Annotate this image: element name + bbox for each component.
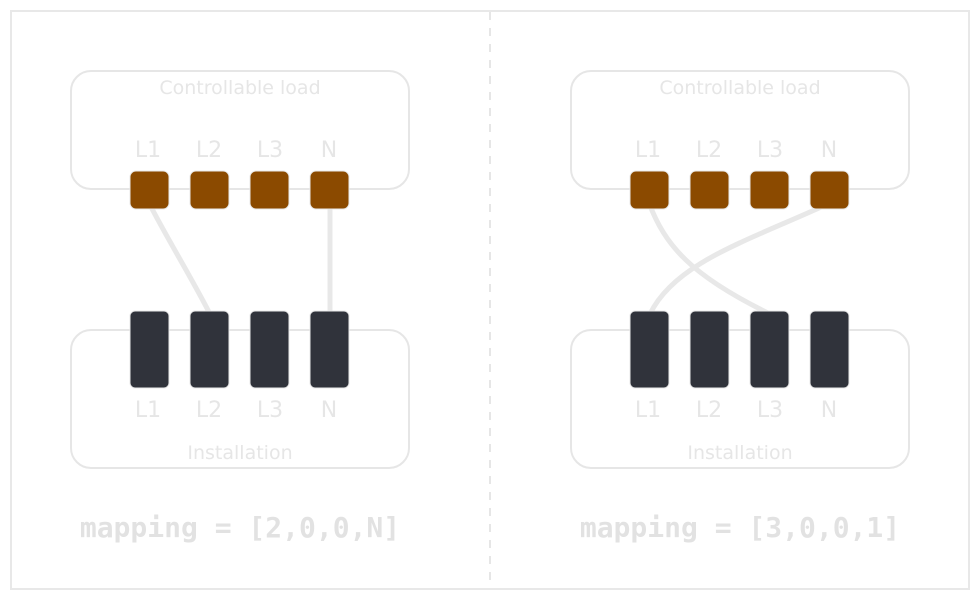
wire-n-to-l1	[647, 200, 833, 317]
install-label-l3: L3	[757, 398, 783, 423]
load-label-l3: L3	[757, 138, 783, 163]
load-label-l1: L1	[635, 138, 661, 163]
wire-l1-to-l2	[146, 200, 213, 317]
load-title: Controllable load	[659, 77, 820, 99]
load-terminal-l1	[629, 170, 670, 210]
install-label-l2: L2	[196, 398, 222, 423]
load-title: Controllable load	[159, 77, 320, 99]
load-label-l1: L1	[135, 138, 161, 163]
install-terminal-l2	[689, 310, 730, 389]
install-label-l1: L1	[635, 398, 661, 423]
install-terminal-n	[809, 310, 850, 389]
load-label-l2: L2	[196, 138, 222, 163]
load-box	[570, 70, 910, 190]
load-terminal-l1	[129, 170, 170, 210]
load-label-n: N	[321, 138, 337, 163]
wire-l1-to-l3	[646, 200, 773, 317]
outer-frame	[10, 10, 970, 590]
mapping-label: mapping = [2,0,0,N]	[80, 511, 400, 544]
load-label-l3: L3	[257, 138, 283, 163]
install-box	[70, 329, 410, 469]
load-label-n: N	[821, 138, 837, 163]
install-label-n: N	[321, 398, 337, 423]
install-title: Installation	[687, 442, 792, 464]
load-label-l2: L2	[696, 138, 722, 163]
load-terminal-l3	[749, 170, 790, 210]
install-label-n: N	[821, 398, 837, 423]
install-box	[570, 329, 910, 469]
panel-left: Controllable load L1 L2 L3 N L1 L2 L3 N …	[70, 70, 410, 544]
load-terminal-l2	[689, 170, 730, 210]
load-terminal-l3	[249, 170, 290, 210]
load-terminal-l2	[189, 170, 230, 210]
install-label-l2: L2	[696, 398, 722, 423]
install-terminal-l2	[189, 310, 230, 389]
install-terminal-l1	[629, 310, 670, 389]
mapping-label: mapping = [3,0,0,1]	[580, 511, 900, 544]
load-terminal-n	[309, 170, 350, 210]
load-box	[70, 70, 410, 190]
install-terminal-l1	[129, 310, 170, 389]
install-terminal-n	[309, 310, 350, 389]
install-label-l1: L1	[135, 398, 161, 423]
load-terminal-n	[809, 170, 850, 210]
install-title: Installation	[187, 442, 292, 464]
panel-right: Controllable load L1 L2 L3 N L1 L2 L3 N …	[570, 70, 910, 544]
install-terminal-l3	[749, 310, 790, 389]
install-terminal-l3	[249, 310, 290, 389]
install-label-l3: L3	[257, 398, 283, 423]
